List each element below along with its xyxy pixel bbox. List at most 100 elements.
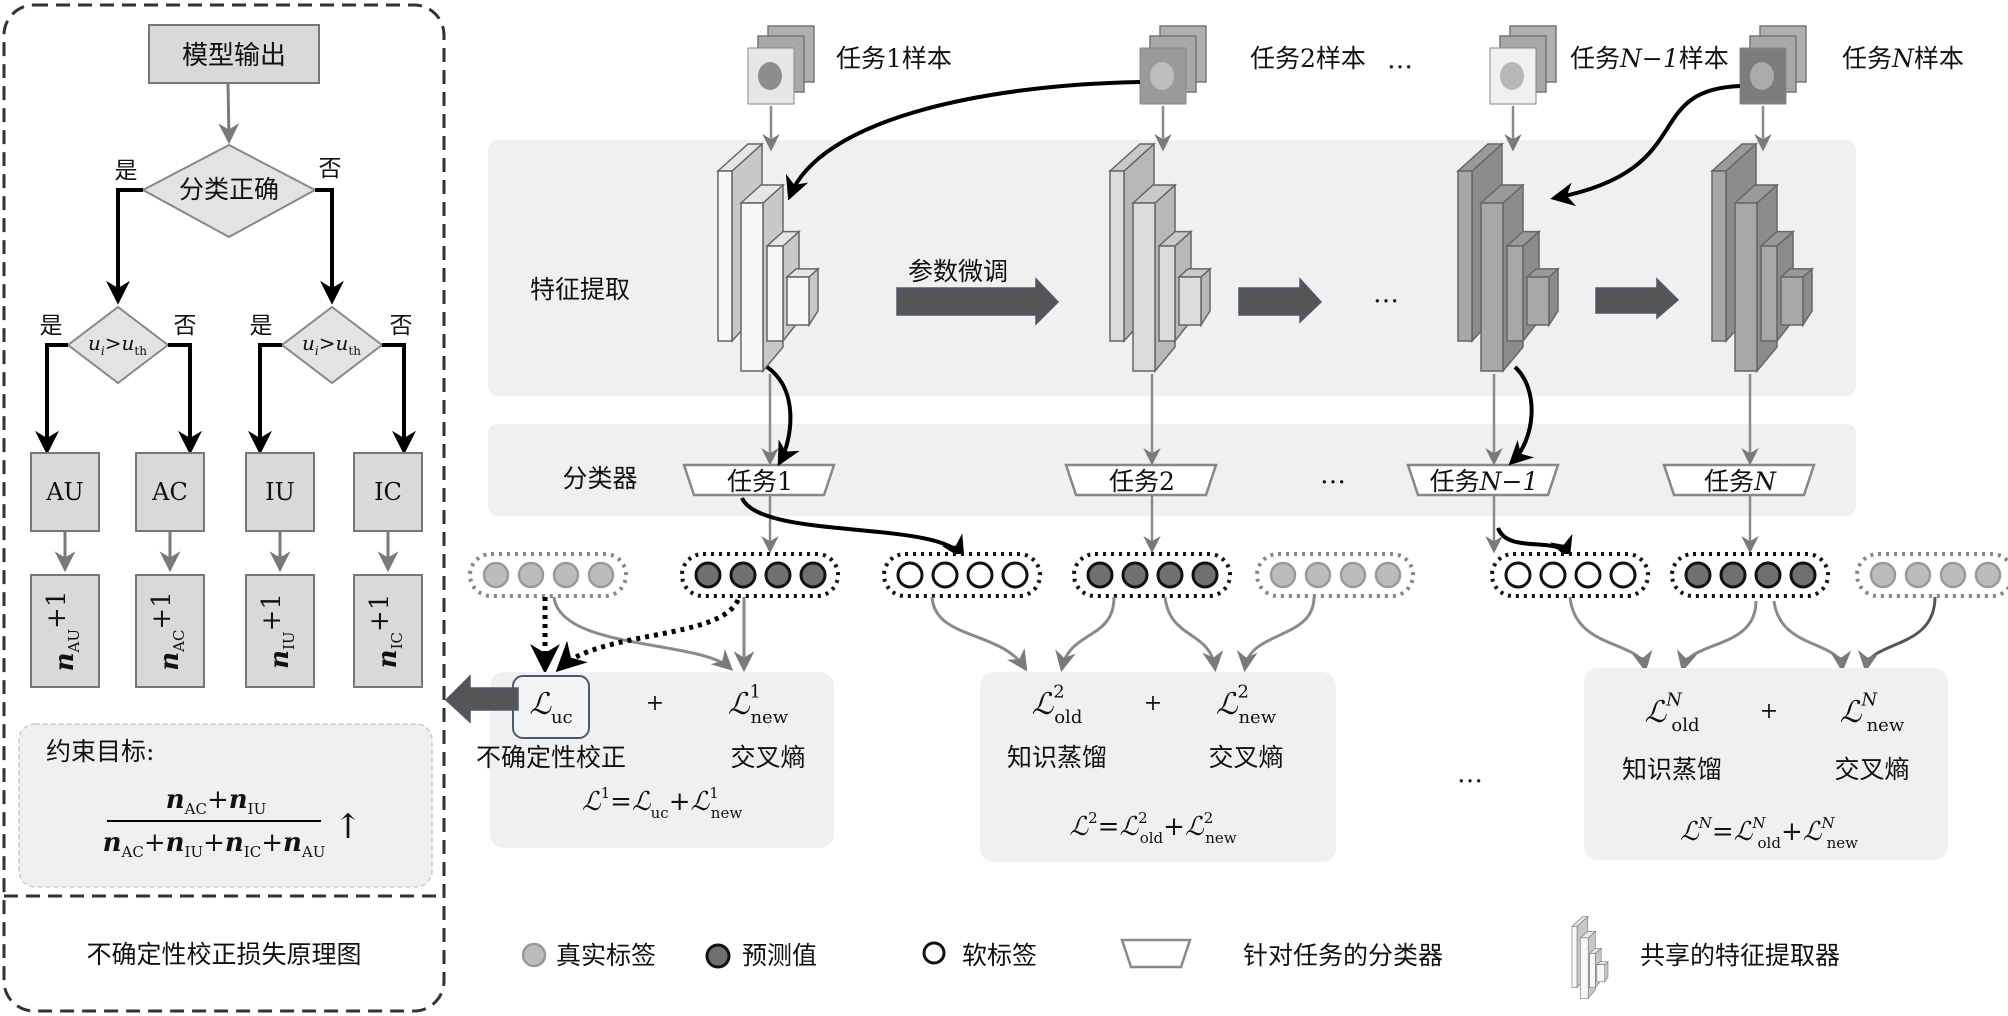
task-classifier-label: 任务N−1 xyxy=(1430,467,1539,496)
arrow-to-ac xyxy=(168,343,202,455)
counter-box-ac xyxy=(135,574,205,688)
uncertainty-diamond-left: ui>uth xyxy=(66,305,170,385)
vector-outline xyxy=(1855,552,2008,598)
soft-label-node xyxy=(1609,561,1637,589)
task-sample-stack xyxy=(1139,25,1207,105)
ground-truth-node xyxy=(1974,561,2002,589)
ellipsis-classifier-row: … xyxy=(1320,460,1346,490)
category-label-iu: IU xyxy=(265,478,295,506)
prediction-node xyxy=(799,561,827,589)
soft-label-node xyxy=(1574,561,1602,589)
ground-truth-node xyxy=(517,561,545,589)
curve-gtn-to-cen xyxy=(1858,596,1937,673)
ground-truth-node xyxy=(1939,561,1967,589)
ellipsis-samples-row: … xyxy=(1387,45,1413,75)
feature-extractor-3 xyxy=(1456,142,1560,374)
legend-feature-extractor-label: 共享的特征提取器 xyxy=(1640,941,1840,970)
prediction-vector-2 xyxy=(1072,552,1232,598)
decision-yes-label: 是 xyxy=(115,158,138,184)
classify-correct-diamond xyxy=(140,143,318,239)
feature-extractor-1 xyxy=(716,142,820,374)
category-label-ac: AC xyxy=(151,478,188,506)
counter-box-iu xyxy=(245,574,315,688)
curve-classifier1-to-soft-label xyxy=(740,496,965,561)
curve-predn-to-kdn xyxy=(1676,600,1758,673)
prediction-node xyxy=(1719,561,1747,589)
arrow-to-ic xyxy=(382,343,416,455)
ground-truth-vector-1 xyxy=(468,552,628,598)
task-classifier-3 xyxy=(1406,463,1560,497)
prediction-node xyxy=(1086,561,1114,589)
legend-soft-label-icon xyxy=(922,941,946,965)
category-box-ic xyxy=(353,452,423,532)
task-sample-label: 任务N−1样本 xyxy=(1570,44,1729,73)
prediction-node xyxy=(1789,561,1817,589)
task-sample-stack xyxy=(1739,25,1807,105)
svg-text:ui>uth: ui>uth xyxy=(302,331,361,358)
loss-term-1-label: 知识蒸馏 xyxy=(1622,755,1722,784)
vector-outline xyxy=(468,552,628,598)
counter-box-ic xyxy=(353,574,423,688)
category-label-au: AU xyxy=(45,478,84,506)
curve-softn-to-kdn xyxy=(1568,596,1653,673)
transfer-curve-task2-to-extractor1 xyxy=(785,80,1141,201)
model-output-label: 模型输出 xyxy=(182,41,286,71)
svg-text:ui>uth: ui>uth xyxy=(88,331,147,358)
loss-plus: + xyxy=(646,691,664,716)
ground-truth-node xyxy=(1339,561,1367,589)
curve-pred2-to-kd2 xyxy=(1055,596,1116,673)
vector-outline xyxy=(680,552,840,598)
vector-outline xyxy=(1072,552,1232,598)
task-classifier-4 xyxy=(1662,463,1816,497)
task-classifier-2 xyxy=(1064,463,1218,497)
ellipsis-loss-row: … xyxy=(1457,759,1483,789)
legend-extractor-shape xyxy=(1571,916,1609,1000)
task-classifier-label: 任务N xyxy=(1704,467,1777,496)
ellipsis-feature-row: … xyxy=(1373,279,1399,309)
uncertainty-right-yes: 是 xyxy=(250,313,273,339)
legend-ground-truth-icon xyxy=(521,942,547,968)
uncertainty-left-no: 否 xyxy=(174,313,197,339)
step-arrow-2 xyxy=(1238,277,1323,324)
loss-plus: + xyxy=(1144,691,1162,716)
curve-predn-to-cen xyxy=(1772,600,1852,673)
feature-extractor-2 xyxy=(1108,142,1212,374)
uncertainty-right-no: 否 xyxy=(390,313,413,339)
vector-outline xyxy=(1255,552,1415,598)
task-sample-label: 任务N样本 xyxy=(1842,44,1964,73)
ground-truth-vector-n xyxy=(1855,552,2008,598)
category-box-ac xyxy=(135,452,205,532)
prediction-node xyxy=(1156,561,1184,589)
objective-numerator: nAC+nIU xyxy=(166,785,267,818)
ground-truth-node xyxy=(482,561,510,589)
soft-label-node xyxy=(1001,561,1029,589)
arrow-output-to-decision xyxy=(218,82,240,145)
classify-correct-label: 分类正确 xyxy=(179,175,279,204)
loss-box-background xyxy=(980,672,1336,862)
ground-truth-node xyxy=(1904,561,1932,589)
vector-outline xyxy=(882,552,1042,598)
curve-pred2-to-ce2 xyxy=(1163,596,1224,673)
ground-truth-node xyxy=(1304,561,1332,589)
loss-term-2-label: 交叉熵 xyxy=(730,743,805,772)
loss-term-1: ℒuc xyxy=(529,687,572,728)
prediction-node xyxy=(1191,561,1219,589)
prediction-vector-n xyxy=(1670,552,1830,598)
prediction-vector-1 xyxy=(680,552,840,598)
legend: 真实标签 预测值 软标签 针对任务的分类器 共享的特征提取器 xyxy=(521,916,1840,1000)
ground-truth-node xyxy=(1269,561,1297,589)
loss-term-1-label: 不确定性校正 xyxy=(476,743,626,772)
step-arrow-n xyxy=(1595,277,1680,320)
to-left-panel-arrow xyxy=(444,674,519,724)
curve-extractorN1-to-classifierN1 xyxy=(1508,365,1535,466)
